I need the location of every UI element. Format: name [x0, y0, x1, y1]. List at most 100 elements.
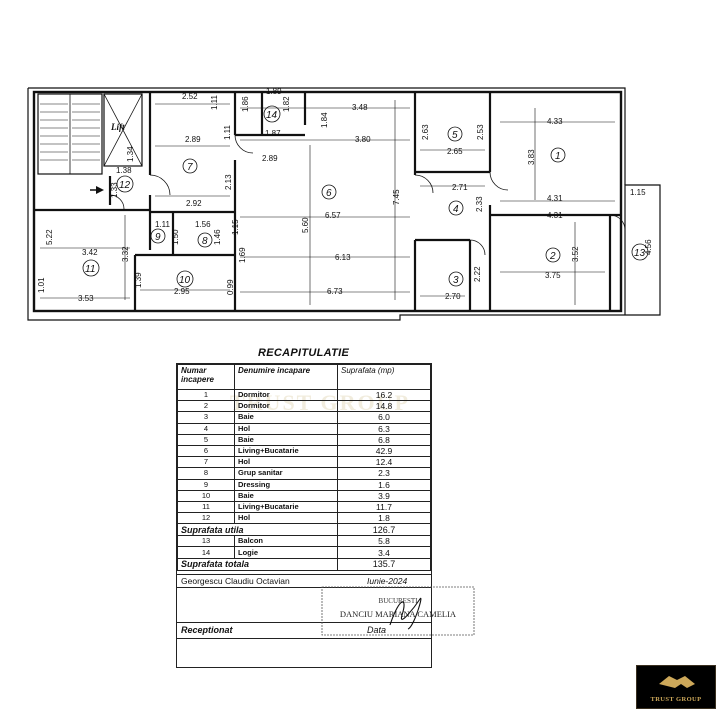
cell-num: 5	[177, 433, 235, 446]
dimension-label: 2.89	[185, 135, 201, 144]
cell-name: Hol	[234, 456, 338, 469]
dimension-label: 1.46	[213, 229, 222, 245]
lift-label: Lift	[110, 122, 125, 132]
dimension-label: 0.99	[226, 279, 235, 295]
cell-name: Living+Bucatarie	[234, 500, 338, 514]
dimension-label: 1.50	[171, 229, 180, 245]
signature-icon	[389, 597, 422, 630]
cell-name: Balcon	[234, 535, 338, 548]
dimension-label: 3.83	[527, 149, 536, 165]
room-label-1: 1	[555, 151, 561, 162]
dimension-label: 4.56	[644, 239, 653, 255]
dimension-label: 6.13	[335, 253, 351, 262]
room-label-2: 2	[549, 251, 556, 262]
room-label-3: 3	[453, 275, 459, 286]
cell-name: Hol	[234, 422, 338, 435]
dimension-label: 3.48	[352, 103, 368, 112]
cell-area: 42.9	[337, 444, 431, 458]
cell-area: 3.4	[337, 546, 431, 559]
cell-num: 9	[177, 478, 235, 491]
dimension-label: 1.33	[110, 182, 119, 198]
dimension-label: 1.11	[155, 220, 171, 229]
trust-group-logo: TRUST GROUP	[636, 665, 716, 709]
dimension-label: 1.69	[238, 247, 247, 263]
dimension-label: 6.57	[325, 211, 341, 220]
dimension-label: 1.15	[231, 219, 240, 235]
dimension-label: 4.31	[547, 211, 563, 220]
dimension-label: 1.11	[210, 94, 219, 110]
stamp-name: DANCIU MARIANA CAMELIA	[340, 609, 457, 619]
cell-num: 6	[177, 444, 235, 458]
dimension-label: 3.32	[121, 246, 130, 262]
room-label-5: 5	[452, 130, 458, 141]
cell-area: 16.2	[337, 388, 431, 402]
cell-name: Logie	[234, 546, 338, 559]
cell-num: 4	[177, 422, 235, 435]
dimension-label: 1.01	[37, 277, 46, 293]
room-label-10: 10	[179, 275, 191, 286]
receptionat-label: Receptionat	[181, 625, 233, 635]
room-label-12: 12	[119, 180, 131, 191]
dimension-label: 4.31	[547, 194, 563, 203]
cell-num: 13	[177, 535, 235, 548]
cell-area: 11.7	[337, 500, 431, 514]
cell-area: 6.0	[337, 411, 431, 424]
cell-area: 12.4	[337, 456, 431, 469]
room-label-4: 4	[453, 204, 459, 215]
room-label-7: 7	[187, 162, 193, 173]
cell-area: 1.8	[337, 512, 431, 525]
dimension-label: 1.11	[223, 124, 232, 140]
cell-name: Dormitor	[234, 388, 338, 402]
room-label-14: 14	[266, 110, 278, 121]
total-area-row-label: Suprafata totala	[177, 557, 338, 571]
dimension-label: 6.73	[327, 287, 343, 296]
dimension-label: 2.13	[224, 174, 233, 190]
col-header-num: Numar incapere	[177, 364, 235, 390]
dimension-label: 2.63	[421, 124, 430, 140]
cell-area: 3.9	[337, 489, 431, 502]
room-label-8: 8	[202, 236, 208, 247]
cell-area: 5.8	[337, 535, 431, 548]
cell-num: 2	[177, 400, 235, 413]
dimension-label: 2.70	[445, 292, 461, 301]
dimension-label: 1.86	[241, 96, 250, 112]
dimension-label: 1.34	[126, 146, 135, 162]
cell-area: 6.3	[337, 422, 431, 435]
cell-num: 10	[177, 489, 235, 502]
room-label-6: 6	[326, 188, 332, 199]
cell-name: Baie	[234, 489, 338, 502]
recap-title: RECAPITULATIE	[258, 347, 350, 359]
util-area-row-label: Suprafata utila	[177, 523, 338, 537]
dimension-label: 2.71	[452, 183, 468, 192]
cell-num: 7	[177, 456, 235, 469]
cell-area: 1.6	[337, 478, 431, 491]
cell-num: 14	[177, 546, 235, 559]
dimension-label: 3.80	[355, 135, 371, 144]
dimension-label: 2.92	[186, 199, 202, 208]
dimension-label: 2.52	[182, 92, 198, 101]
dimension-label: 2.22	[473, 266, 482, 282]
stamp-city: BUCURESTI	[379, 597, 419, 605]
cell-num: 1	[177, 388, 235, 402]
cell-num: 12	[177, 512, 235, 525]
stamp: BUCURESTI DANCIU MARIANA CAMELIA	[320, 585, 476, 637]
room-label-11: 11	[85, 264, 95, 275]
dimension-label: 5.60	[301, 217, 310, 233]
dimension-label: 1.89	[266, 87, 282, 96]
dimension-label: 1.38	[116, 166, 132, 175]
dimension-label: 1.84	[320, 112, 329, 128]
dimension-label: 1.39	[134, 272, 143, 288]
dimension-label: 5.22	[45, 229, 54, 245]
